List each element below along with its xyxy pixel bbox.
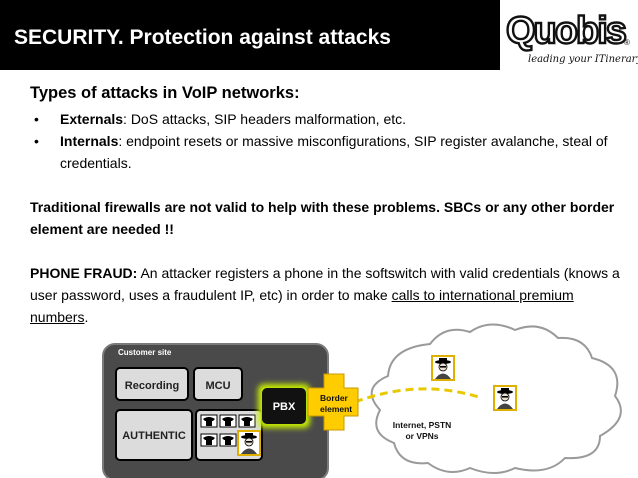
- phone-icon: [200, 414, 218, 428]
- mcu-box: [193, 367, 243, 401]
- item-label: Internals: [60, 133, 119, 149]
- item-text: : DoS attacks, SIP headers malformation,…: [123, 111, 407, 127]
- logo-tagline: leading your ITinerary: [528, 54, 638, 65]
- phone-fraud-paragraph: PHONE FRAUD: An attacker registers a pho…: [30, 262, 620, 328]
- cloud-label-1: Internet, PSTN: [393, 420, 452, 430]
- authentic-box: [115, 409, 193, 461]
- item-text: : endpoint resets or massive misconfigur…: [60, 133, 608, 171]
- types-heading: Types of attacks in VoIP networks:: [30, 84, 300, 102]
- firewalls-statement: Traditional firewalls are not valid to h…: [30, 199, 615, 237]
- item-label: Externals: [60, 111, 124, 127]
- phone-icon: [238, 414, 256, 428]
- fraud-text: An attacker registers a phone in the sof…: [30, 265, 620, 303]
- logo-registered-mark: ®: [624, 38, 630, 47]
- recording-label: Recording: [125, 380, 179, 392]
- quobis-logo: Quobis ® leading your ITinerary: [505, 9, 638, 70]
- recording-box: [115, 367, 189, 401]
- phone-icon: [219, 433, 237, 447]
- slide-title: SECURITY. Protection against attacks: [14, 26, 391, 49]
- hacker-icon: [237, 430, 261, 456]
- phone-icon: [200, 433, 218, 447]
- slide-body: Types of attacks in VoIP networks: Exter…: [30, 82, 620, 328]
- mcu-label: MCU: [205, 380, 230, 392]
- authentic-label: AUTHENTIC: [122, 430, 186, 442]
- pbx-box: [262, 388, 306, 424]
- phone-icon: [219, 414, 237, 428]
- hacker-icon: [431, 355, 455, 381]
- premium-numbers-link[interactable]: calls to international premium numbers: [30, 287, 574, 325]
- pbx-label: PBX: [273, 401, 296, 413]
- attack-path: [354, 387, 483, 404]
- title-bar: SECURITY. Protection against attacks: [0, 0, 500, 70]
- network-diagram: Customer site Recording MCU AUTHENTIC PB…: [102, 323, 622, 478]
- logo-wordmark: Quobis: [505, 9, 628, 53]
- border-label-1: Border: [320, 393, 349, 403]
- fraud-label: PHONE FRAUD:: [30, 265, 138, 281]
- hacker-icon: [493, 385, 517, 411]
- border-label-2: element: [320, 404, 352, 414]
- customer-site-label: Customer site: [118, 348, 172, 357]
- list-item: Internals: endpoint resets or massive mi…: [30, 130, 620, 174]
- border-element: [307, 373, 359, 431]
- fraud-end: .: [84, 309, 89, 325]
- attack-types-list: Externals: DoS attacks, SIP headers malf…: [30, 108, 620, 174]
- cloud-label-2: or VPNs: [405, 431, 438, 441]
- list-item: Externals: DoS attacks, SIP headers malf…: [30, 108, 620, 130]
